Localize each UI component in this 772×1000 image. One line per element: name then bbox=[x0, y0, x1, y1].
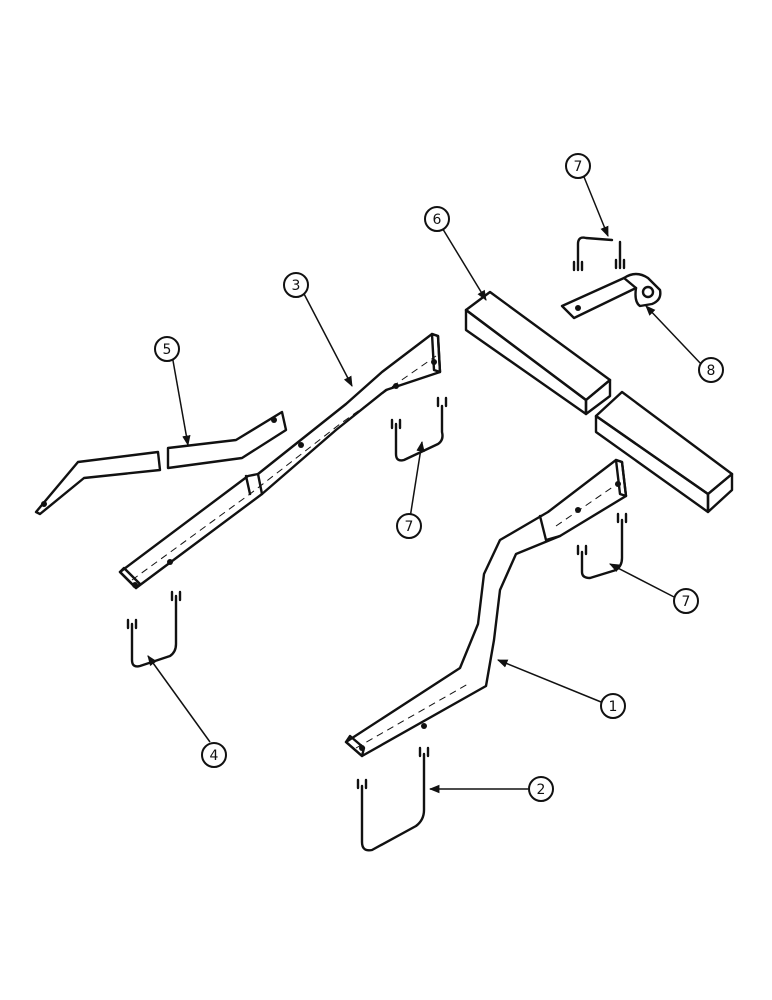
callout-3: 3 bbox=[283, 272, 309, 298]
leader-lines bbox=[147, 171, 703, 794]
callout-4: 4 bbox=[201, 742, 227, 768]
callout-2: 2 bbox=[528, 776, 554, 802]
u-bolt-right bbox=[576, 512, 628, 580]
callout-6-label: 6 bbox=[433, 212, 442, 228]
callout-5: 5 bbox=[154, 336, 180, 362]
callout-7-middle: 7 bbox=[396, 513, 422, 539]
callout-1: 1 bbox=[600, 693, 626, 719]
callout-6: 6 bbox=[424, 206, 450, 232]
u-bolt-middle bbox=[390, 396, 448, 462]
u-bolt-top bbox=[572, 236, 626, 272]
callout-7-right: 7 bbox=[673, 588, 699, 614]
callout-7-top: 7 bbox=[565, 153, 591, 179]
mounting-bracket-part bbox=[560, 272, 662, 320]
callout-4-label: 4 bbox=[210, 748, 219, 764]
square-tube-part bbox=[464, 290, 734, 514]
callout-3-label: 3 bbox=[292, 278, 301, 294]
callout-8-label: 8 bbox=[707, 363, 716, 379]
callout-7-top-label: 7 bbox=[574, 159, 583, 175]
callout-5-label: 5 bbox=[163, 342, 172, 358]
u-bolt-left bbox=[126, 590, 182, 668]
callout-2-label: 2 bbox=[537, 782, 546, 798]
angled-frame-part bbox=[118, 332, 442, 590]
u-bolt-bottom bbox=[356, 746, 430, 852]
callout-8: 8 bbox=[698, 357, 724, 383]
offset-frame-rail-part bbox=[344, 458, 628, 758]
bent-bar-part bbox=[34, 410, 288, 516]
callout-7-middle-label: 7 bbox=[405, 519, 414, 535]
callout-7-right-label: 7 bbox=[682, 594, 691, 610]
callout-1-label: 1 bbox=[609, 699, 618, 715]
